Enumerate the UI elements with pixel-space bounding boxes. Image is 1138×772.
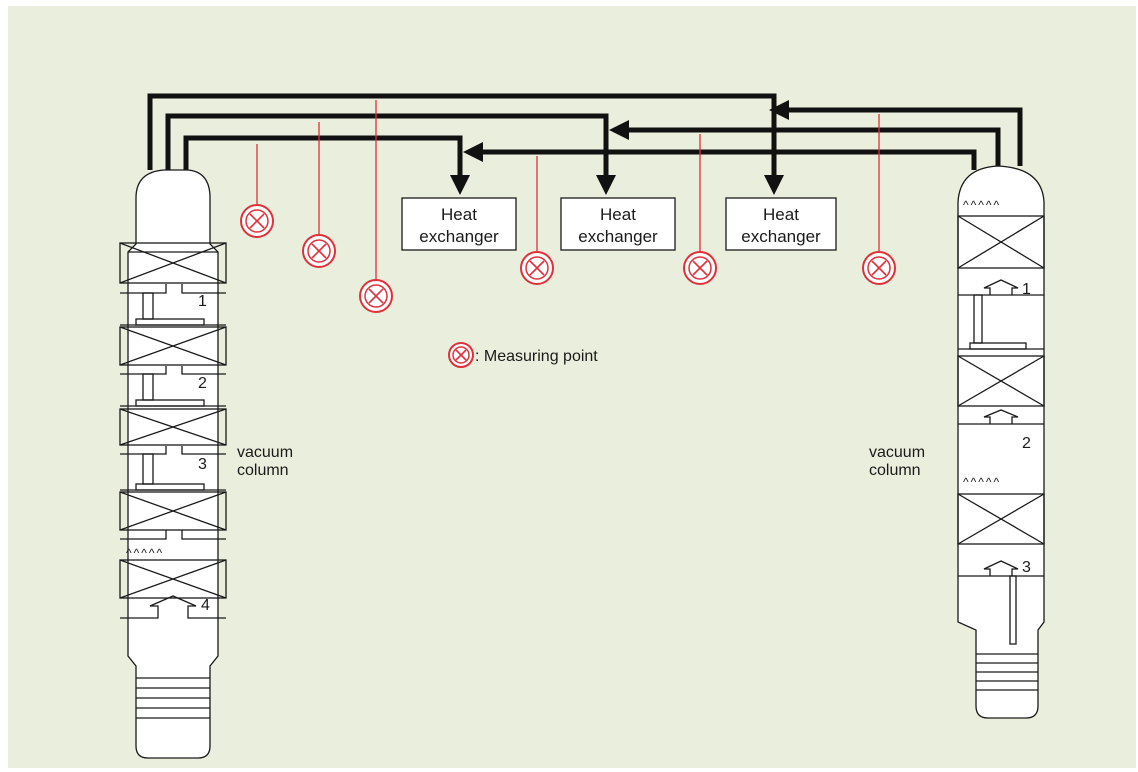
collector-tray [120, 366, 226, 407]
left-column-body [127, 169, 219, 759]
right-stage-number: 1 [1022, 281, 1031, 298]
spray-nozzles: ^^^^^ [963, 198, 1001, 212]
packing-bed [119, 408, 227, 446]
measuring-point-icon [240, 204, 274, 238]
packing-bed [957, 493, 1045, 545]
left-stage-number: 4 [201, 597, 210, 614]
process-diagram: Heat exchanger Heat exchanger Heat excha… [8, 6, 1136, 768]
heat-exchanger-2-line1: Heat [600, 205, 636, 224]
measuring-point-icon [302, 234, 336, 268]
right-stage-number: 3 [1022, 559, 1031, 576]
left-stage-number: 1 [198, 293, 207, 310]
right-column-label-line1: vacuum [869, 444, 925, 461]
pipe-right-to-hx3-top [769, 100, 1023, 166]
heat-exchanger-1-line2: exchanger [419, 227, 499, 246]
heat-exchanger-2-line2: exchanger [578, 227, 658, 246]
heat-exchanger-1-line1: Heat [441, 205, 477, 224]
measuring-point-icon [683, 251, 717, 285]
heat-exchanger-3-line2: exchanger [741, 227, 821, 246]
right-column-label-line2: column [869, 462, 921, 479]
measuring-point-icon [520, 251, 554, 285]
left-vacuum-column: ^^^^^ 1 2 3 4 [119, 169, 227, 759]
pipes [147, 93, 1023, 195]
left-stage-number: 2 [198, 375, 207, 392]
legend: : Measuring point [448, 342, 598, 368]
packing-bed [957, 215, 1045, 269]
packing-bed [119, 559, 227, 599]
left-stage-number: 3 [198, 456, 207, 473]
collector-tray [120, 284, 226, 326]
measuring-point-icon [862, 251, 896, 285]
collector-tray [120, 446, 226, 491]
measuring-point-icon [359, 279, 393, 313]
spray-nozzles: ^^^^^ [126, 546, 164, 560]
pipe-right-to-hx1 [463, 142, 977, 170]
right-vacuum-column: ^^^^^ ^^^^^ [957, 165, 1045, 719]
packing-bed [119, 242, 227, 284]
heat-exchanger-3-line1: Heat [763, 205, 799, 224]
measurement-lines [256, 100, 880, 281]
heat-exchanger-1: Heat exchanger [401, 197, 517, 251]
packing-bed [957, 355, 1045, 407]
heat-exchanger-2: Heat exchanger [560, 197, 676, 251]
spray-nozzles: ^^^^^ [963, 475, 1001, 489]
measuring-point-icon [448, 342, 474, 368]
packing-bed [119, 491, 227, 531]
right-column-body [957, 165, 1045, 719]
packing-bed [119, 326, 227, 366]
heat-exchanger-3: Heat exchanger [725, 197, 837, 251]
right-stage-number: 2 [1022, 435, 1031, 452]
measuring-points [240, 204, 896, 313]
pipe-left-to-hx1 [183, 135, 470, 195]
left-column-label-line1: vacuum [237, 444, 293, 461]
legend-text: : Measuring point [475, 348, 598, 365]
pipe-left-to-hx3 [147, 93, 784, 195]
pipe-right-to-hx2 [609, 120, 1001, 168]
left-column-label-line2: column [237, 462, 289, 479]
